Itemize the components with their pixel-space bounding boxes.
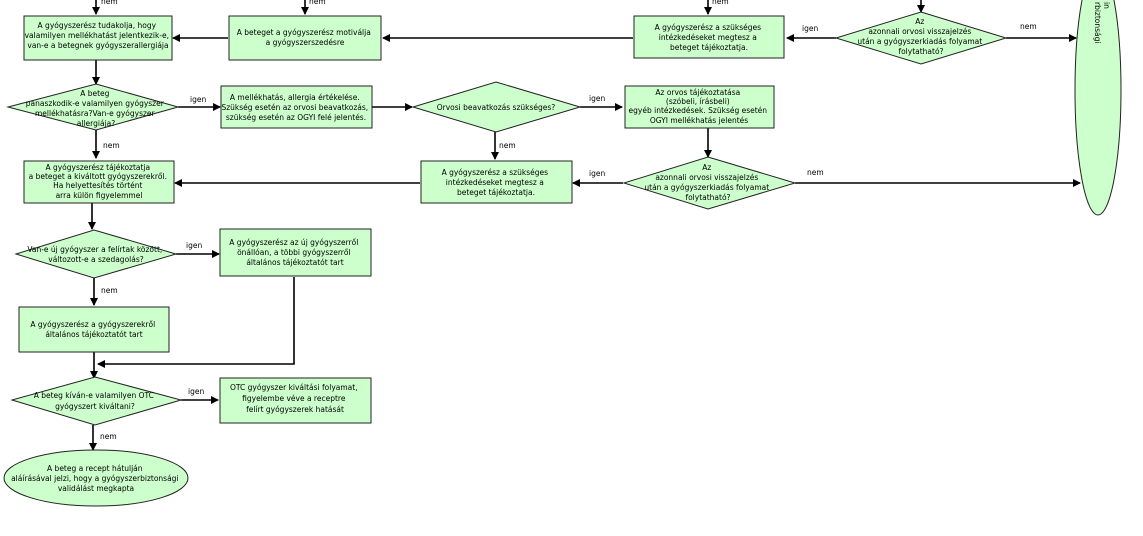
terminal-signature: A beteg a recept hátulján aláírásával je…	[3, 449, 189, 507]
label-new-drug-yes: igen	[186, 241, 202, 250]
terminal-signature-text: A beteg a recept hátulján aláírásával je…	[11, 464, 181, 493]
process-inform-dispensed: A gyógyszerész tájékoztatja a beteget a …	[23, 160, 175, 204]
decision-immediate-mid: Az azonnali orvosi visszajelzés után a g…	[622, 156, 797, 210]
process-inform-doctor-text: Az orvos tájékoztatása (szóbeli, írásbel…	[629, 88, 770, 125]
terminal-right: in rbiztonsági	[1074, 0, 1122, 216]
label-entry-2: nem	[309, 0, 326, 6]
label-otc-yes: igen	[188, 387, 204, 396]
decision-otc: A beteg kíván-e valamilyen OTC gyógyszer…	[10, 376, 183, 426]
label-immediate-mid-no: nem	[807, 168, 824, 177]
label-new-drug-no: nem	[101, 286, 118, 295]
decision-new-drug-text: Van-e új gyógyszer a felírtak között, vá…	[27, 245, 164, 264]
process-evaluate-side-effect: A mellékhatás, allergia értékelése. Szük…	[220, 85, 373, 129]
process-evaluate-side-effect-text: A mellékhatás, allergia értékelése. Szük…	[221, 93, 370, 122]
connectors	[88, 0, 1081, 451]
process-measures-mid-text: A gyógyszerész a szükséges intézkedéseke…	[442, 168, 551, 197]
process-ask-allergy: A gyógyszerész tudakolja, hogy valamilye…	[23, 15, 173, 61]
decision-otc-text: A beteg kíván-e valamilyen OTC gyógyszer…	[34, 391, 157, 411]
connector-new-drug-info-merge	[97, 277, 295, 368]
decision-side-effect-text: A beteg panaszkodik-e valamilyen gyógysz…	[26, 89, 166, 128]
label-immediate-mid-yes: igen	[589, 169, 605, 178]
decision-new-drug: Van-e új gyógyszer a felírtak között, vá…	[14, 229, 178, 279]
process-general-info-text: A gyógyszerész a gyógyszerekről általáno…	[30, 320, 157, 339]
label-immediate-top-yes: igen	[802, 24, 818, 33]
decision-immediate-top: Az azonnali orvosi visszajelzés után a g…	[834, 11, 1008, 65]
process-otc: OTC gyógyszer kiváltási folyamat, figyel…	[219, 377, 372, 424]
process-new-drug-info-text: A gyógyszerész az új gyógyszerről önálló…	[229, 238, 360, 267]
process-measures-top-text: A gyógyszerész a szükséges intézkedéseke…	[655, 23, 764, 52]
terminal-right-text: in rbiztonsági	[1093, 2, 1111, 44]
edge-labels: nem nem nem igen nem igen igen nem nem i…	[100, 0, 1037, 441]
process-otc-text: OTC gyógyszer kiváltási folyamat, figyel…	[230, 383, 360, 414]
label-otc-no: nem	[100, 432, 117, 441]
process-ask-allergy-text: A gyógyszerész tudakolja, hogy valamilye…	[25, 21, 172, 50]
label-medical-yes: igen	[589, 94, 605, 103]
decision-side-effect: A beteg panaszkodik-e valamilyen gyógysz…	[6, 83, 180, 131]
decision-immediate-mid-text: Az azonnali orvosi visszajelzés után a g…	[644, 163, 771, 202]
process-inform-doctor: Az orvos tájékoztatása (szóbeli, írásbel…	[624, 85, 775, 129]
decision-medical-text: Orvosi beavatkozás szükséges?	[437, 103, 556, 112]
label-immediate-top-no: nem	[1020, 22, 1037, 31]
label-medical-no: nem	[499, 141, 516, 150]
label-side-effect-yes: igen	[190, 95, 206, 104]
label-side-effect-no: nem	[103, 141, 120, 150]
process-measures-mid: A gyógyszerész a szükséges intézkedéseke…	[420, 160, 573, 204]
label-entry-1: nem	[101, 0, 118, 6]
decision-medical: Orvosi beavatkozás szükséges?	[411, 81, 582, 133]
process-measures-top: A gyógyszerész a szükséges intézkedéseke…	[633, 15, 785, 59]
process-new-drug-info: A gyógyszerész az új gyógyszerről önálló…	[219, 228, 372, 277]
label-entry-3: nem	[712, 0, 729, 6]
decision-immediate-top-text: Az azonnali orvosi visszajelzés után a g…	[857, 17, 984, 56]
process-inform-dispensed-text: A gyógyszerész tájékoztatja a beteget a …	[29, 163, 170, 200]
process-general-info: A gyógyszerész a gyógyszerekről általáno…	[18, 306, 170, 353]
process-motivation-text: A beteget a gyógyszerész motiválja a gyó…	[237, 28, 373, 47]
process-motivation: A beteget a gyógyszerész motiválja a gyó…	[228, 15, 382, 61]
